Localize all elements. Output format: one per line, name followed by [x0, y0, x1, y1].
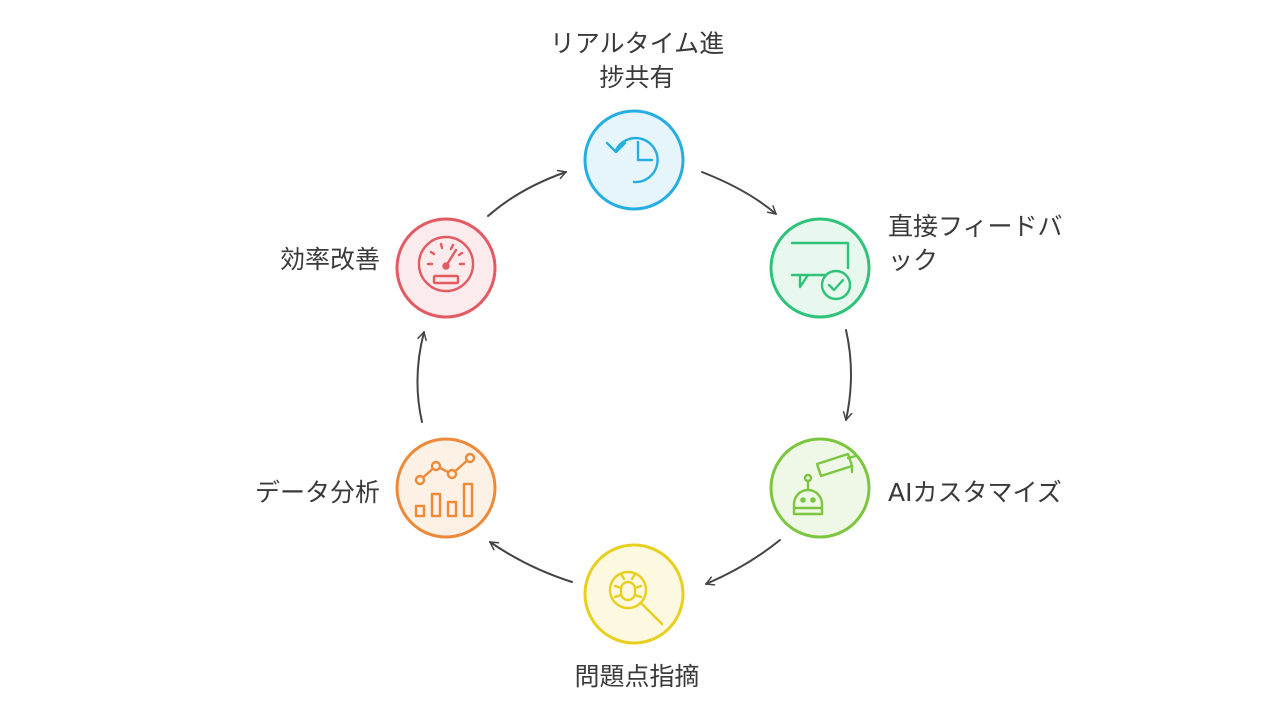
- history-clock-icon: [605, 136, 659, 184]
- arrow-ai-to-issue: [705, 539, 781, 586]
- node-circle: [395, 437, 497, 539]
- node-issue: [583, 543, 685, 645]
- arrow-efficiency-to-realtime: [487, 169, 567, 217]
- node-efficiency: [395, 217, 497, 319]
- node-ai: [769, 437, 871, 539]
- node-circle: [769, 437, 871, 539]
- speedometer-icon: [417, 235, 475, 293]
- label-efficiency-improvement: 効率改善: [279, 245, 380, 274]
- node-realtime: [583, 109, 685, 211]
- node-circle: [769, 217, 871, 319]
- node-data: [395, 437, 497, 539]
- arrow-realtime-to-feedback: [701, 171, 777, 215]
- cycle-arrows: [416, 169, 853, 586]
- analytics-chart-icon: [414, 452, 476, 518]
- robot-camera-icon: [792, 452, 858, 516]
- arrow-data-to-efficiency: [416, 331, 427, 423]
- node-feedback: [769, 217, 871, 319]
- node-circle: [583, 109, 685, 211]
- arrow-feedback-to-ai: [842, 329, 853, 421]
- arrow-issue-to-data: [489, 541, 573, 583]
- chat-check-icon: [790, 241, 852, 301]
- bug-search-icon: [608, 570, 664, 626]
- label-realtime-progress-sharing: リアルタイム進 捗共有: [549, 29, 725, 92]
- label-data-analysis: データ分析: [254, 478, 380, 507]
- label-ai-customize: AIカスタマイズ: [888, 478, 1062, 507]
- label-issue-pointing: 問題点指摘: [574, 662, 700, 691]
- label-direct-feedback: 直接フィードバ ック: [888, 212, 1063, 275]
